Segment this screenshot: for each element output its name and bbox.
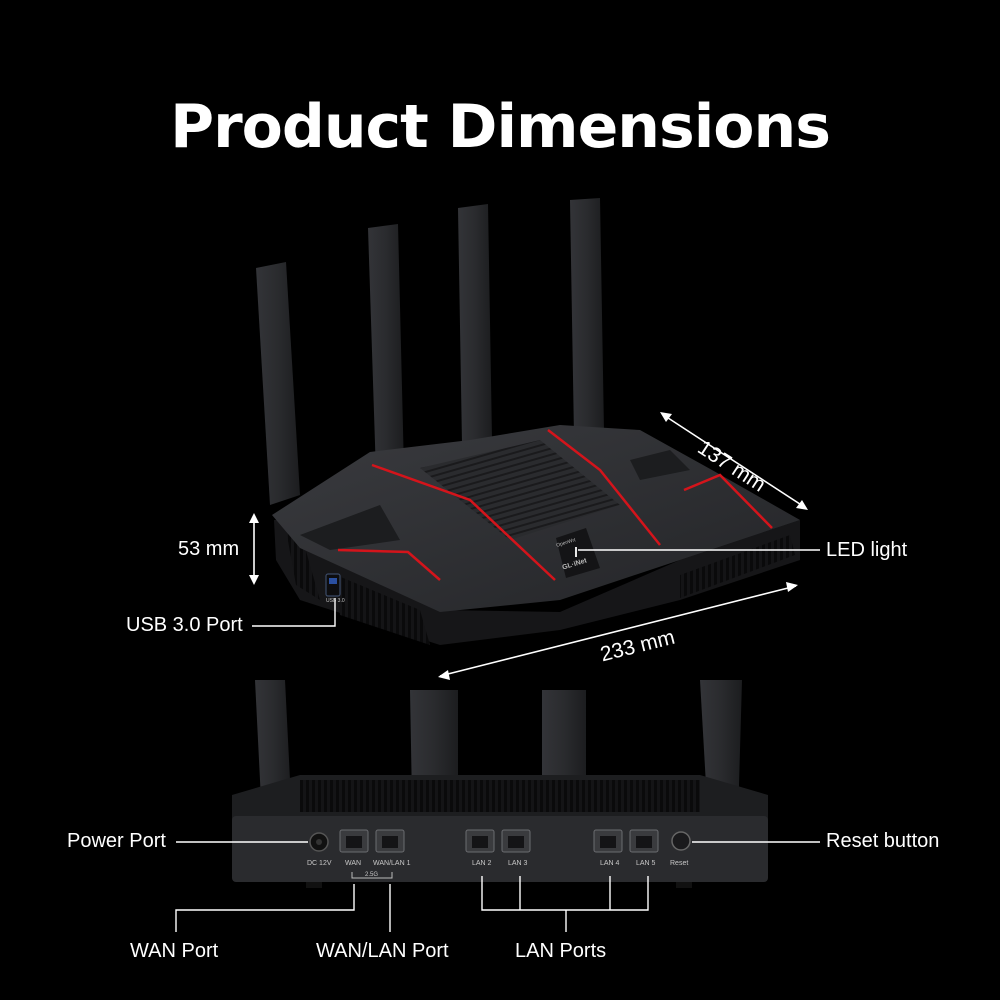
led-light-label: LED light: [826, 539, 908, 561]
usb-port-label: USB 3.0: [326, 598, 345, 604]
usb-port-callout-label: USB 3.0 Port: [126, 614, 243, 636]
power-port-label: Power Port: [67, 830, 166, 852]
accent-stripe-1: [371, 463, 556, 581]
reset-button-label: Reset button: [826, 830, 940, 852]
port-label-dc: DC 12V: [307, 860, 332, 867]
depth-arrow: [661, 413, 807, 509]
rear-antenna-2: [410, 690, 458, 800]
wan-leader: [175, 884, 355, 932]
page-title: Product Dimensions: [170, 92, 831, 162]
antenna-4: [570, 198, 604, 436]
router-rear-view: [232, 680, 768, 888]
router-top-view: [256, 198, 800, 645]
accent-stripe-2: [547, 429, 661, 546]
wan-lan-port-label: WAN/LAN Port: [316, 940, 449, 962]
lan-ports-label: LAN Ports: [515, 940, 607, 962]
callout-lines: [175, 549, 820, 932]
port-label-lan4: LAN 4: [600, 860, 620, 867]
led-light: [575, 547, 577, 557]
port-label-lan2: LAN 2: [472, 860, 492, 867]
width-arrow: [439, 585, 797, 677]
usb-port: [325, 573, 341, 597]
port-label-speed: 2.5G: [365, 872, 379, 878]
accent-stripe-3: [337, 548, 441, 581]
wan-port-label: WAN Port: [130, 940, 219, 962]
port-label-lan5: LAN 5: [636, 860, 656, 867]
rear-antenna-3: [542, 690, 586, 800]
dimension-arrows: [249, 412, 808, 680]
antenna-1: [256, 262, 300, 505]
port-label-lan3: LAN 3: [508, 860, 528, 867]
reset-button-graphic: [671, 831, 691, 851]
usb-leader: [252, 598, 336, 627]
height-dimension-label: 53 mm: [178, 538, 240, 560]
port-label-reset: Reset: [670, 860, 689, 867]
led-badge: [556, 528, 600, 578]
antenna-2: [368, 224, 404, 474]
antenna-3: [458, 204, 492, 444]
port-label-wanlan1: WAN/LAN 1: [373, 860, 411, 867]
lan-leader: [481, 876, 649, 911]
port-label-wan: WAN: [345, 860, 362, 867]
accent-stripe-4: [683, 473, 773, 529]
